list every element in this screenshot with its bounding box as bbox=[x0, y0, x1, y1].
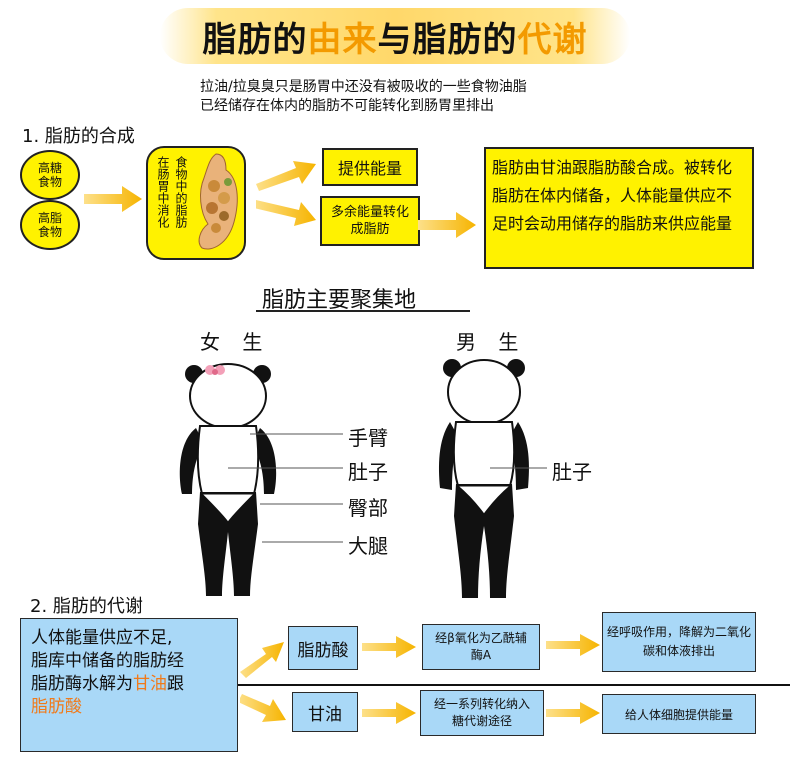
respiration-label: 经呼吸作用，降解为二氧化碳和体液排出 bbox=[606, 625, 751, 658]
stomach-box: 在肠胃中消化 食物中的脂肪 bbox=[146, 146, 246, 260]
excess-energy-box: 多余能量转化成脂肪 bbox=[320, 196, 420, 246]
arrow-to-stomach bbox=[84, 186, 142, 212]
summary-glycerol-word: 甘油 bbox=[133, 674, 167, 694]
glycerol-box: 甘油 bbox=[292, 692, 358, 732]
arrow-to-beta-oxidation bbox=[362, 636, 416, 658]
summary-line-3: 脂肪酶水解为 bbox=[31, 674, 133, 694]
title-part-1: 脂肪的 bbox=[202, 20, 308, 60]
glycerol-label: 甘油 bbox=[308, 704, 342, 725]
glycolysis-box: 经一系列转化纳入糖代谢途径 bbox=[420, 690, 544, 736]
page-title: 脂肪的由来与脂肪的代谢 bbox=[160, 12, 630, 61]
stomach-text-digest: 在肠胃中消化 bbox=[156, 156, 170, 228]
intro-note: 拉油/拉臭臭只是肠胃中还没有被吸收的一些食物油脂 已经储存在体内的脂肪不可能转化… bbox=[200, 78, 527, 116]
title-part-4: 代谢 bbox=[517, 20, 588, 60]
high-sugar-label: 高糖食物 bbox=[37, 161, 62, 189]
metabolism-summary-box: 人体能量供应不足, 脂库中储备的脂肪经 脂肪酶水解为甘油跟 脂肪酸 bbox=[20, 618, 238, 752]
fat-synthesis-explanation: 脂肪由甘油跟脂肪酸合成。被转化脂肪在体内储备，人体能量供应不足时会动用储存的脂肪… bbox=[484, 147, 754, 269]
label-hip: 臀部 bbox=[348, 496, 388, 520]
summary-line-1: 人体能量供应不足, bbox=[31, 628, 173, 648]
female-panda-figure bbox=[179, 363, 277, 596]
provide-energy-label: 提供能量 bbox=[337, 159, 402, 178]
arrow-to-excess-energy bbox=[256, 200, 316, 226]
label-belly-female: 肚子 bbox=[348, 460, 388, 484]
arrow-to-explanation bbox=[418, 212, 476, 238]
arrow-to-fatty-acid bbox=[240, 642, 284, 678]
high-fat-label: 高脂食物 bbox=[37, 211, 62, 239]
title-part-3: 与脂肪的 bbox=[377, 20, 518, 60]
high-sugar-food-oval: 高糖食物 bbox=[20, 150, 80, 200]
summary-line-2: 脂库中储备的脂肪经 bbox=[31, 651, 184, 671]
label-belly-male: 肚子 bbox=[552, 460, 592, 484]
beta-oxidation-box: 经β氧化为乙酰辅酶A bbox=[422, 624, 540, 670]
respiration-box: 经呼吸作用，降解为二氧化碳和体液排出 bbox=[602, 612, 756, 672]
fatty-acid-label: 脂肪酸 bbox=[297, 640, 349, 661]
beta-oxidation-label: 经β氧化为乙酰辅酶A bbox=[435, 631, 527, 662]
arrow-to-respiration bbox=[546, 634, 600, 656]
summary-fatty-acid-word: 脂肪酸 bbox=[31, 697, 82, 717]
intro-line-2: 已经储存在体内的脂肪不可能转化到肠胃里排出 bbox=[200, 98, 494, 114]
arrow-to-provide-energy bbox=[256, 161, 316, 191]
excess-energy-label: 多余能量转化成脂肪 bbox=[330, 205, 409, 237]
fatty-acid-box: 脂肪酸 bbox=[288, 626, 358, 670]
label-arm: 手臂 bbox=[348, 426, 388, 450]
explanation-text: 脂肪由甘油跟脂肪酸合成。被转化脂肪在体内储备，人体能量供应不足时会动用储存的脂肪… bbox=[492, 158, 733, 233]
high-fat-food-oval: 高脂食物 bbox=[20, 200, 80, 250]
section-1-heading: 1. 脂肪的合成 bbox=[22, 126, 135, 147]
intro-line-1: 拉油/拉臭臭只是肠胃中还没有被吸收的一些食物油脂 bbox=[200, 79, 527, 95]
stomach-text-fat: 食物中的脂肪 bbox=[174, 156, 188, 228]
title-banner bbox=[160, 8, 630, 64]
label-thigh: 大腿 bbox=[348, 534, 388, 558]
storage-heading: 脂肪主要聚集地 bbox=[262, 288, 417, 313]
metabolism-divider bbox=[238, 684, 790, 686]
stomach-organ-icon bbox=[198, 153, 238, 250]
cell-energy-label: 给人体细胞提供能量 bbox=[624, 707, 733, 722]
female-label: 女 生 bbox=[200, 330, 271, 354]
section-2-heading: 2. 脂肪的代谢 bbox=[30, 596, 143, 617]
title-part-2: 由来 bbox=[307, 20, 378, 60]
cell-energy-box: 给人体细胞提供能量 bbox=[602, 694, 756, 734]
male-label: 男 生 bbox=[456, 330, 527, 354]
provide-energy-box: 提供能量 bbox=[322, 148, 418, 186]
male-panda-figure bbox=[439, 359, 529, 598]
glycolysis-label: 经一系列转化纳入糖代谢途径 bbox=[433, 697, 530, 728]
summary-and-word: 跟 bbox=[167, 674, 184, 694]
arrow-to-glycerol bbox=[240, 694, 286, 722]
arrow-to-glycolysis bbox=[362, 702, 416, 724]
arrow-to-cell-energy bbox=[546, 702, 600, 724]
storage-heading-underline bbox=[256, 310, 470, 312]
